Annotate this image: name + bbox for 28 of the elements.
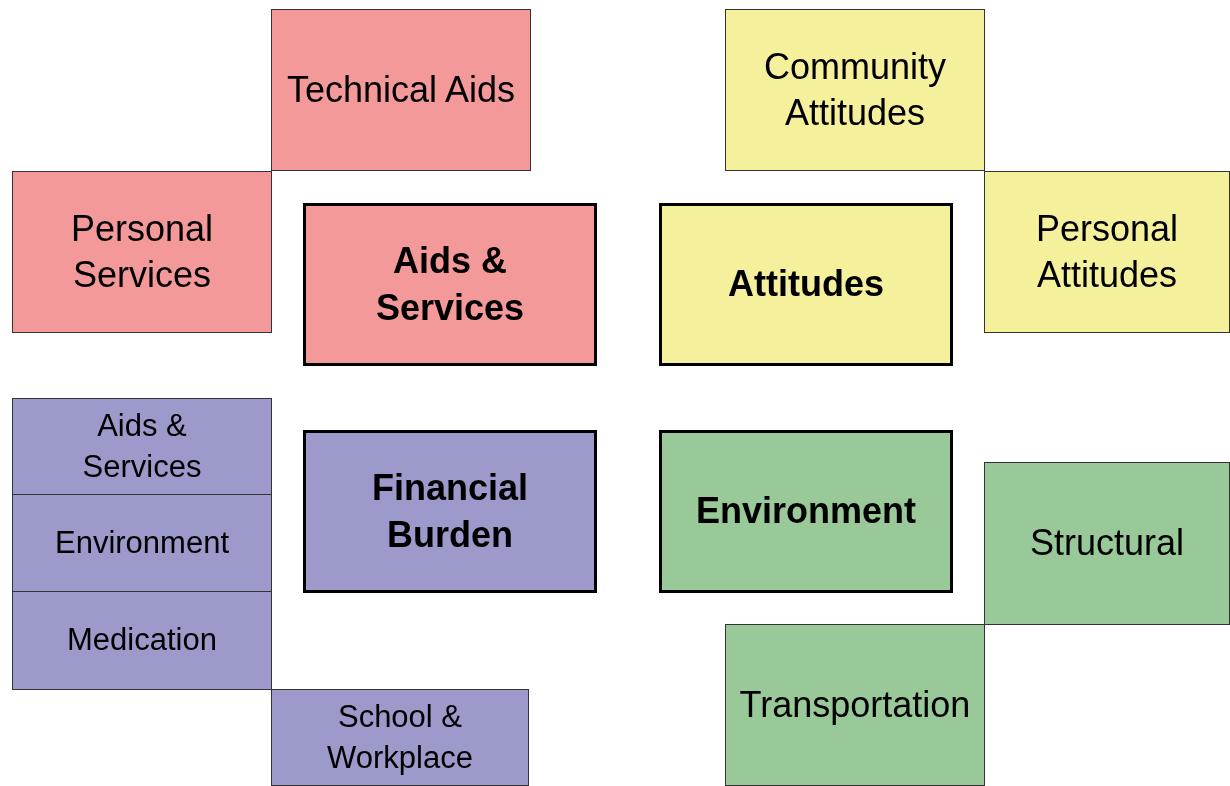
node-label: Financial Burden <box>370 466 529 557</box>
node-label: Environment <box>55 523 229 562</box>
node-label: Transportation <box>739 682 971 727</box>
node-label: Personal Services <box>69 206 215 297</box>
node-label: Attitudes <box>728 262 884 307</box>
node-label: Aids & Services <box>374 239 526 330</box>
category-box <box>303 430 597 593</box>
node-label: Personal Attitudes <box>1034 206 1180 297</box>
node-label: Structural <box>1029 521 1185 566</box>
category-box <box>659 203 953 366</box>
factor-box <box>984 171 1230 333</box>
factor-box <box>12 171 272 333</box>
node-label: School & Workplace <box>326 698 474 777</box>
factor-box <box>12 398 272 495</box>
node-label: Technical Aids <box>286 67 516 112</box>
factor-box <box>725 9 985 171</box>
node-label: Medication <box>67 621 217 660</box>
node-label: Environment <box>696 489 916 534</box>
category-box <box>303 203 597 366</box>
factor-box <box>271 689 529 786</box>
factor-box <box>271 9 531 171</box>
factor-box <box>725 624 985 786</box>
factor-box <box>12 591 272 690</box>
factor-box <box>984 462 1230 625</box>
category-box <box>659 430 953 593</box>
factor-box <box>12 494 272 592</box>
node-label: Community Attitudes <box>762 44 947 135</box>
node-label: Aids & Services <box>81 407 203 486</box>
